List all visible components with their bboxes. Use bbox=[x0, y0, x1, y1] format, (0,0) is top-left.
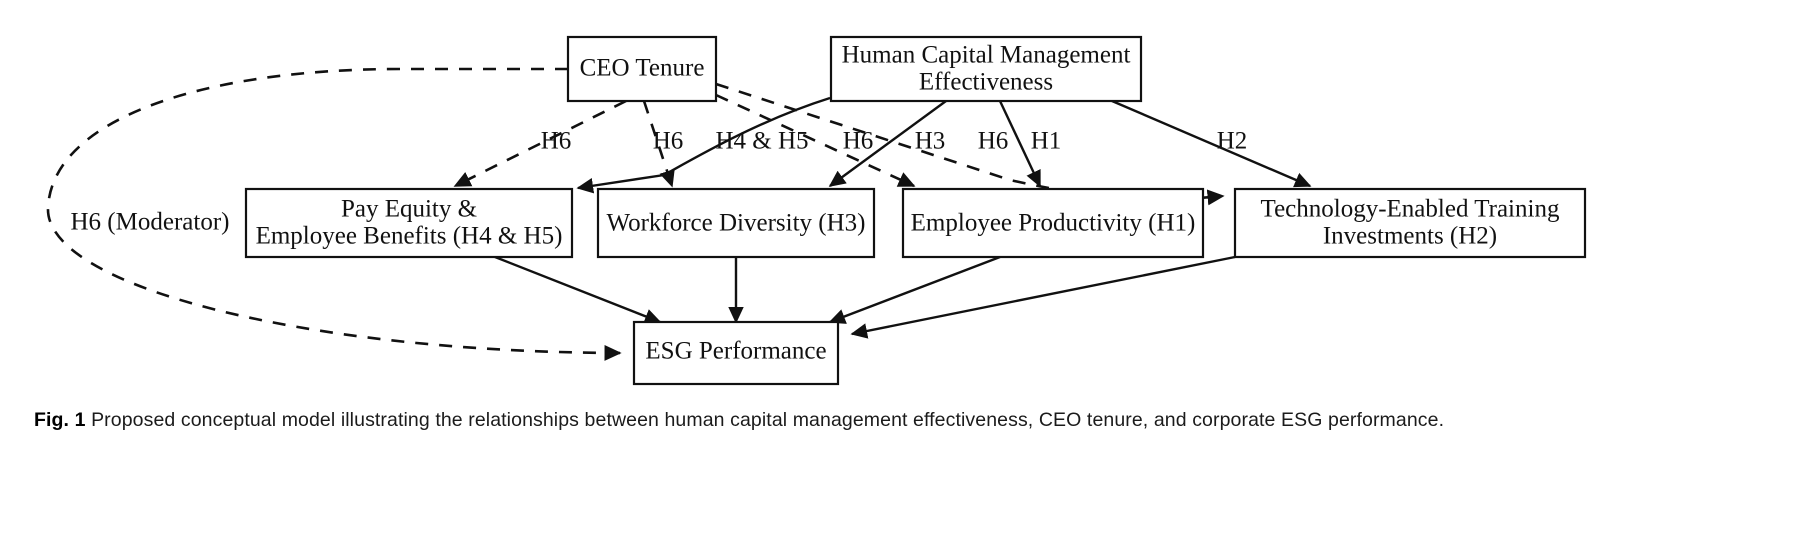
edge-hcm-to-employee-productivity bbox=[998, 100, 1042, 188]
node-technology-training-box[interactable] bbox=[1233, 187, 1587, 259]
conceptual-model-diagram: CEO Tenure Human Capital Management Effe… bbox=[46, 35, 1587, 386]
node-technology-training[interactable]: Technology-Enabled Training Investments … bbox=[1233, 187, 1587, 259]
node-technology-training-label-line2: Investments (H2) bbox=[1323, 223, 1497, 250]
node-esg-performance-box[interactable] bbox=[632, 320, 840, 386]
edge-label-h3-hcm-workforce-diversity: H3 bbox=[915, 128, 946, 155]
node-pay-equity-label-line1: Pay Equity & bbox=[341, 196, 477, 223]
node-pay-equity-label-line2: Employee Benefits (H4 & H5) bbox=[256, 223, 563, 250]
node-employee-productivity-box[interactable] bbox=[901, 187, 1205, 259]
edge-label-h6-ceo-technology-training: H6 bbox=[978, 128, 1009, 155]
edge-hcm-to-technology-training bbox=[1111, 99, 1312, 188]
edge-employee-productivity-to-esg bbox=[828, 255, 1001, 324]
edge-label-h6-ceo-employee-productivity: H6 bbox=[843, 128, 874, 155]
node-workforce-diversity[interactable]: Workforce Diversity (H3) bbox=[596, 187, 876, 259]
figure-caption-tag: Fig. 1 bbox=[34, 409, 86, 431]
edge-label-h6-ceo-pay-equity: H6 bbox=[541, 128, 572, 155]
figure-caption-text: Proposed conceptual model illustrating t… bbox=[91, 409, 1445, 431]
node-hcm-effectiveness-label-line2: Effectiveness bbox=[919, 69, 1053, 96]
node-workforce-diversity-box[interactable] bbox=[596, 187, 876, 259]
edge-ceo-tenure-to-pay-equity bbox=[453, 99, 627, 188]
edge-label-h6-ceo-workforce-diversity: H6 bbox=[653, 128, 684, 155]
node-hcm-effectiveness[interactable]: Human Capital Management Effectiveness bbox=[829, 35, 1143, 103]
edge-pay-equity-to-esg bbox=[494, 255, 662, 324]
node-ceo-tenure-box[interactable] bbox=[566, 35, 718, 103]
node-esg-performance[interactable]: ESG Performance bbox=[632, 320, 840, 386]
node-employee-productivity-label: Employee Productivity (H1) bbox=[911, 210, 1196, 237]
edge-ceo-tenure-to-employee-productivity bbox=[715, 93, 916, 188]
node-esg-performance-label: ESG Performance bbox=[645, 338, 826, 365]
edge-label-h2-hcm-technology-training: H2 bbox=[1217, 128, 1248, 155]
edge-hcm-to-pay-equity bbox=[576, 96, 831, 194]
node-technology-training-label-line1: Technology-Enabled Training bbox=[1261, 196, 1560, 223]
moderator-note-label: H6 (Moderator) bbox=[71, 209, 230, 236]
edges-solid-group bbox=[494, 96, 1312, 339]
edge-label-h4-h5-hcm-pay-equity: H4 & H5 bbox=[715, 128, 808, 155]
edge-technology-training-to-esg bbox=[850, 255, 1236, 339]
node-hcm-effectiveness-label-line1: Human Capital Management bbox=[842, 42, 1131, 69]
node-employee-productivity[interactable]: Employee Productivity (H1) bbox=[901, 187, 1205, 259]
node-hcm-effectiveness-box[interactable] bbox=[829, 35, 1143, 103]
node-pay-equity-box[interactable] bbox=[244, 187, 574, 259]
figure-caption: Fig. 1 Proposed conceptual model illustr… bbox=[34, 404, 1764, 436]
edge-label-h1-hcm-employee-productivity: H1 bbox=[1031, 128, 1062, 155]
node-workforce-diversity-label: Workforce Diversity (H3) bbox=[606, 210, 865, 237]
node-pay-equity[interactable]: Pay Equity & Employee Benefits (H4 & H5) bbox=[244, 187, 574, 259]
edge-hcm-to-workforce-diversity bbox=[828, 100, 947, 187]
node-ceo-tenure[interactable]: CEO Tenure bbox=[566, 35, 718, 103]
node-ceo-tenure-label: CEO Tenure bbox=[580, 55, 705, 82]
edge-ceo-tenure-to-esg-moderator bbox=[46, 67, 622, 361]
